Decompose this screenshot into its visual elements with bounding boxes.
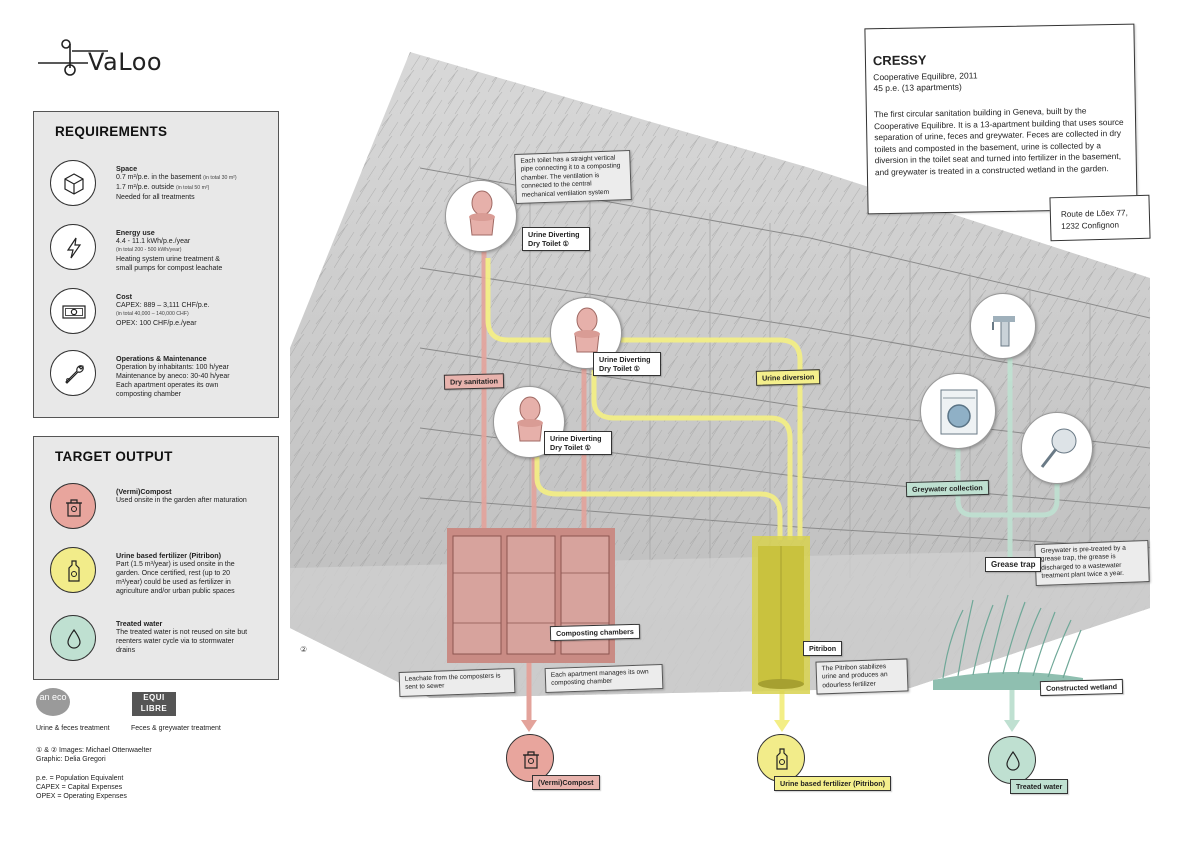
brand-name: VaLoo <box>88 48 163 76</box>
requirement-line: composting chamber <box>116 391 181 398</box>
faucet-icon <box>970 293 1036 359</box>
shower-head-icon <box>1021 412 1093 484</box>
output-compost-label: (Vermi)Compost <box>532 775 600 790</box>
output-compost: (Vermi)Compost Used onsite in the garden… <box>50 483 278 543</box>
requirement-line: 4.4 - 11.1 kWh/p.e./year <box>116 238 191 245</box>
project-owner: Cooperative Equilibre, 2011 <box>873 70 978 83</box>
credits-images: ① & ② Images: Michael Ottenwaelter <box>36 747 152 754</box>
requirement-line: OPEX: 100 CHF/p.e./year <box>116 320 197 327</box>
dry-sanitation-label: Dry sanitation <box>443 373 505 390</box>
greywater-collection-label: Greywater collection <box>905 479 989 498</box>
toilet-icon <box>445 180 517 252</box>
abbreviation: CAPEX = Capital Expenses <box>36 784 123 791</box>
pitribon-note: The Pitribon stabilizes urine and produc… <box>815 658 909 695</box>
valoo-logo <box>38 39 108 76</box>
credits-graphic: Graphic: Delia Gregori <box>36 756 106 763</box>
urine-diversion-label: Urine diversion <box>755 369 821 386</box>
output-text: Part (1.5 m³/year) is used onsite in the… <box>116 561 235 595</box>
output-water-label: Treated water <box>1010 779 1069 794</box>
compost-bin-icon <box>50 483 96 529</box>
requirement-note: (in total 50 m²) <box>175 185 210 191</box>
banknote-icon <box>50 288 96 334</box>
abbreviation: OPEX = Operating Expenses <box>36 793 127 800</box>
pitribon-label: Pitribon <box>803 641 843 656</box>
address-card: Route de Lõex 77, 1232 Confignon <box>1049 194 1151 242</box>
address-line: Route de Lõex 77, <box>1060 208 1128 220</box>
requirement-title: Operations & Maintenance <box>116 354 207 363</box>
requirement-energy: Energy use 4.4 - 11.1 kWh/p.e./year (in … <box>50 224 278 274</box>
composting-chambers-label: Composting chambers <box>549 623 641 642</box>
fertilizer-bottle-icon <box>50 547 96 593</box>
requirement-line: Maintenance by aneco: 30-40 h/year <box>116 373 230 380</box>
project-size: 45 p.e. (13 apartments) <box>873 81 962 94</box>
project-title: CRESSY <box>872 52 927 69</box>
output-title: Treated water <box>116 619 163 628</box>
requirement-title: Energy use <box>116 228 155 237</box>
requirements-panel: REQUIREMENTS Space 0.7 m²/p.e. in the ba… <box>33 111 279 418</box>
target-output-title: TARGET OUTPUT <box>55 449 173 464</box>
requirement-title: Cost <box>116 292 132 301</box>
requirement-note: (in total 40,000 – 140,000 CHF) <box>116 311 189 317</box>
requirement-space: Space 0.7 m²/p.e. in the basement (in to… <box>50 160 278 210</box>
water-drop-icon <box>988 736 1036 784</box>
constructed-wetland-image <box>933 594 1083 690</box>
equilibre-caption: Feces & greywater treatment <box>131 725 221 732</box>
output-title: (Vermi)Compost <box>116 487 172 496</box>
cube-icon <box>50 160 96 206</box>
requirement-line: 1.7 m²/p.e. outside <box>116 184 174 191</box>
abbreviation: p.e. = Population Equivalent <box>36 775 124 782</box>
requirement-title: Space <box>116 164 138 173</box>
apartment-note: Each apartment manages its own compostin… <box>544 663 664 693</box>
requirement-line: 0.7 m²/p.e. in the basement <box>116 174 202 181</box>
lightning-icon <box>50 224 96 270</box>
compost-bin-icon <box>506 734 554 782</box>
target-output-panel: TARGET OUTPUT (Vermi)Compost Used onsite… <box>33 436 279 680</box>
requirement-line: Needed for all treatments <box>116 194 195 201</box>
output-fertilizer: Urine based fertilizer (Pitribon) Part (… <box>50 547 278 613</box>
grease-trap-note: Greywater is pre-treated by a grease tra… <box>1034 540 1150 586</box>
output-text: The treated water is not reused on site … <box>116 629 248 654</box>
aneco-caption: Urine & feces treatment <box>36 725 110 732</box>
requirement-line: Each apartment operates its own <box>116 382 219 389</box>
washing-machine-icon <box>920 373 996 449</box>
water-drop-icon <box>50 615 96 661</box>
aneco-logo: an eco <box>36 688 70 716</box>
project-info-card: CRESSY Cooperative Equilibre, 2011 45 p.… <box>864 23 1138 215</box>
pitribon-image <box>752 536 810 694</box>
composting-chambers-image <box>447 528 615 663</box>
output-text: Used onsite in the garden after maturati… <box>116 497 247 504</box>
photo-mark: ② <box>300 645 307 654</box>
output-title: Urine based fertilizer (Pitribon) <box>116 551 222 560</box>
requirement-line: CAPEX: 889 – 3,111 CHF/p.e. <box>116 302 210 309</box>
requirement-cost: Cost CAPEX: 889 – 3,111 CHF/p.e. (in tot… <box>50 288 278 338</box>
requirement-line: small pumps for compost leachate <box>116 265 223 272</box>
wrench-icon <box>50 350 96 396</box>
requirement-note: (in total 30 m²) <box>203 175 237 181</box>
requirements-title: REQUIREMENTS <box>55 124 168 139</box>
toilet-pipe-note: Each toilet has a straight vertical pipe… <box>514 149 632 205</box>
requirement-operations: Operations & Maintenance Operation by in… <box>50 350 278 400</box>
grease-trap-label: Grease trap <box>985 557 1042 572</box>
toilet-label: Urine Diverting Dry Toilet ① <box>544 431 612 455</box>
project-description: The first circular sanitation building i… <box>873 105 1124 177</box>
fertilizer-bottle-icon <box>757 734 805 782</box>
requirement-note: (in total 200 - 500 kWh/year) <box>116 247 182 253</box>
address-line: 1232 Confignon <box>1061 220 1120 232</box>
equilibre-logo: EQUI LIBRE <box>132 692 176 716</box>
requirement-line: Operation by inhabitants: 100 h/year <box>116 364 229 371</box>
output-treated-water: Treated water The treated water is not r… <box>50 615 278 671</box>
requirement-line: Heating system urine treatment & <box>116 256 220 263</box>
constructed-wetland-label: Constructed wetland <box>1039 678 1124 697</box>
toilet-label: Urine Diverting Dry Toilet ① <box>522 227 590 251</box>
leachate-note: Leachate from the composters is sent to … <box>398 667 516 697</box>
toilet-label: Urine Diverting Dry Toilet ① <box>593 352 661 376</box>
output-fertilizer-label: Urine based fertilizer (Pitribon) <box>774 776 892 791</box>
